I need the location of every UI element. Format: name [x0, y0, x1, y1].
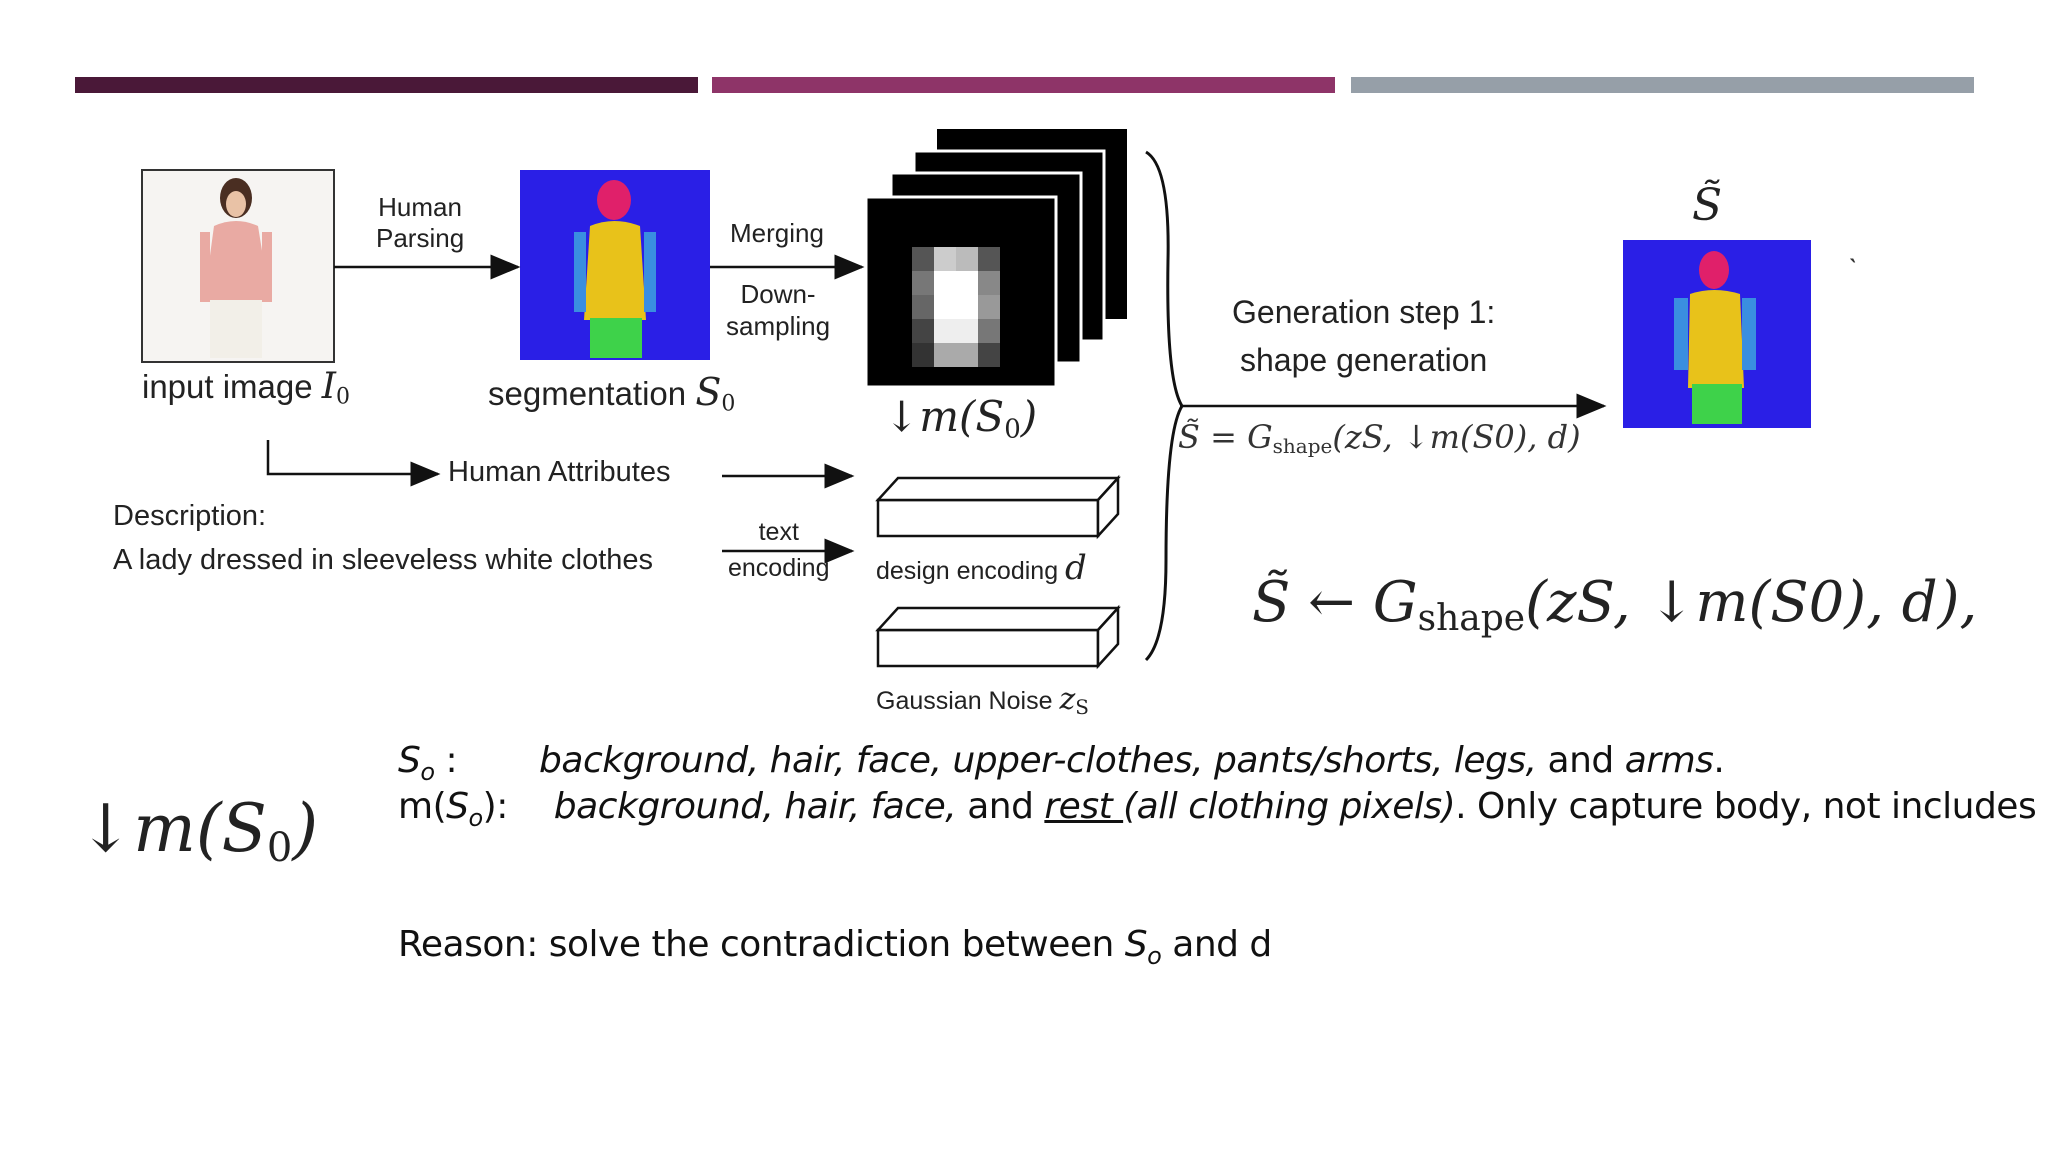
header-bar-1: [75, 77, 698, 93]
human-parsing-label: Human Parsing: [376, 192, 465, 253]
brace: [1144, 150, 1184, 662]
header-bar-2: [712, 77, 1335, 93]
input-image-label: input image I0: [142, 366, 351, 410]
big-formula: S̃ ← Gshape(zS, ↓m(S0), d),: [1252, 570, 1978, 639]
mask-label: ↓m(S0): [884, 392, 1038, 445]
stray-mark: ˋ: [1848, 254, 1858, 287]
design-encoding-label: design encoding d: [876, 548, 1087, 588]
arrow-human-attributes-in: [266, 440, 441, 487]
segmentation-label: segmentation S0: [488, 370, 736, 417]
mask-stack: [864, 129, 1127, 389]
note-line-mso: m(So): background, hair, face, and rest …: [398, 786, 2048, 833]
gaussian-noise-box: [875, 604, 1121, 670]
text-encoding-label: text encoding: [728, 518, 830, 582]
segmentation-map: [520, 170, 710, 360]
description-heading: Description:: [113, 500, 267, 532]
generation-step-title: Generation step 1:: [1232, 294, 1496, 330]
note-so-label: So :: [398, 740, 458, 787]
small-formula: S̃ = Gshape(zS, ↓m(S0), d): [1178, 418, 1581, 458]
merging-label: Merging: [730, 218, 824, 248]
description-text: A lady dressed in sleeveless white cloth…: [113, 544, 654, 576]
design-encoding-box: [875, 474, 1121, 540]
generation-step-subtitle: shape generation: [1240, 342, 1488, 378]
note-line-so: So : background, hair, face, upper-cloth…: [398, 740, 1725, 787]
mask-symbol-large: ↓m(S0): [78, 790, 319, 871]
human-attributes-label: Human Attributes: [448, 456, 671, 488]
input-image: [141, 169, 335, 363]
gaussian-noise-label: Gaussian Noise zS: [876, 682, 1089, 719]
output-segmentation: [1623, 240, 1811, 428]
note-mso-label: m(So):: [398, 786, 508, 833]
downsampling-label: Down- sampling: [726, 279, 831, 341]
note-reason: Reason: solve the contradiction between …: [398, 924, 1272, 971]
output-symbol: S̃: [1692, 180, 1723, 231]
header-bar-3: [1351, 77, 1974, 93]
